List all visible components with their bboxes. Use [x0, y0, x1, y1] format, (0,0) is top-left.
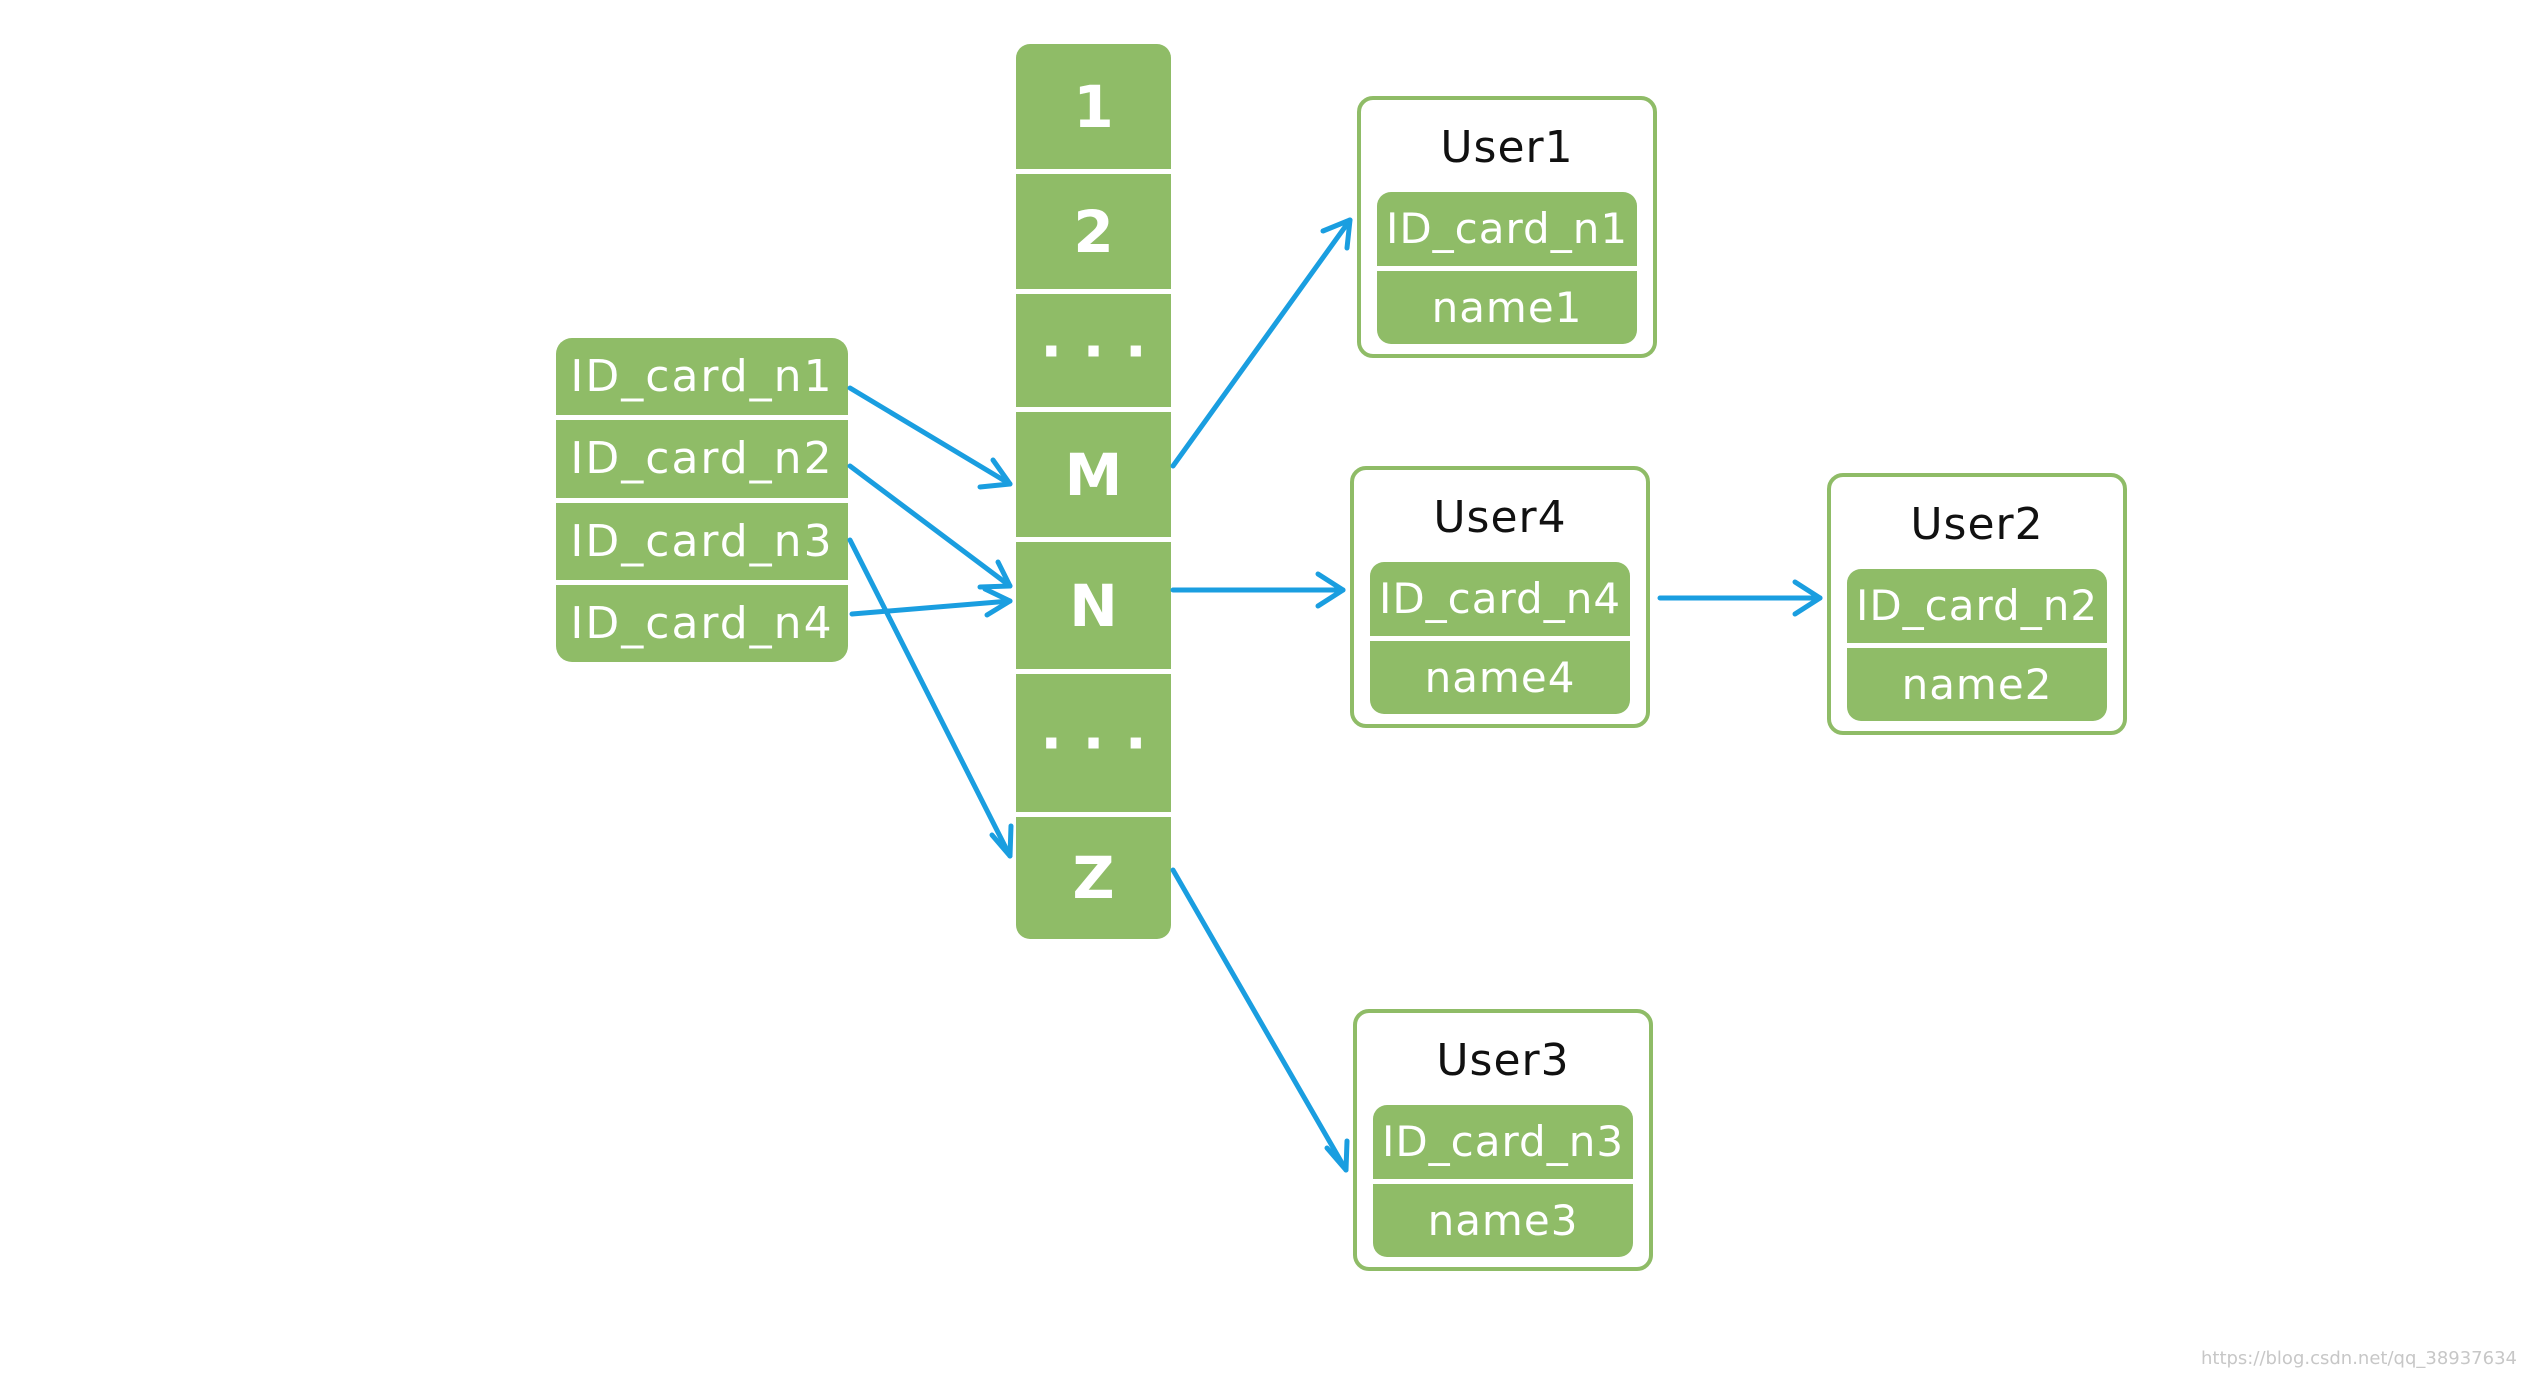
user-name: name1 — [1431, 282, 1583, 332]
key-item: ID_card_n1 — [556, 338, 848, 421]
bucket-cell: Z — [1072, 844, 1115, 912]
user-name: name4 — [1424, 652, 1576, 702]
user-node-user4: User4 ID_card_n4 name4 — [1350, 466, 1650, 728]
user-id: ID_card_n2 — [1847, 569, 2107, 648]
user-record: ID_card_n4 name4 — [1370, 562, 1630, 714]
arrow-N-to-user4 — [1170, 571, 1346, 609]
user-node-user1: User1 ID_card_n1 name1 — [1357, 96, 1657, 358]
bucket-cell: 2 — [1016, 174, 1171, 294]
arrow-key3-to-Z — [847, 537, 1014, 859]
user-name: name2 — [1901, 659, 2053, 709]
user-record: ID_card_n3 name3 — [1373, 1105, 1633, 1257]
bucket-cell: M — [1016, 412, 1171, 542]
user-id: ID_card_n1 — [1377, 192, 1637, 271]
user-id: ID_card_n4 — [1370, 562, 1630, 641]
user-title: User3 — [1436, 1035, 1570, 1086]
user-id: ID_card_n3 — [1373, 1105, 1633, 1184]
user-node-user3: User3 ID_card_n3 name3 — [1353, 1009, 1653, 1271]
bucket-array: 1 2 · · · M N · · · Z — [1016, 44, 1171, 939]
user-record: ID_card_n2 name2 — [1847, 569, 2107, 721]
key-item: ID_card_n4 — [570, 597, 834, 649]
bucket-cell: N — [1016, 542, 1171, 674]
arrow-key4-to-N — [849, 586, 1013, 618]
user-title: User2 — [1910, 499, 2044, 550]
arrow-Z-to-user3 — [1170, 867, 1350, 1173]
bucket-cell: · · · — [1016, 674, 1171, 817]
arrow-key2-to-N — [847, 463, 1013, 590]
bucket-cell: · · · — [1016, 294, 1171, 412]
user-title: User4 — [1433, 492, 1567, 543]
watermark-text: https://blog.csdn.net/qq_38937634 — [2200, 1348, 2517, 1369]
arrow-M-to-user1 — [1170, 217, 1353, 469]
user-title: User1 — [1440, 122, 1574, 173]
user-node-user2: User2 ID_card_n2 name2 — [1827, 473, 2127, 735]
arrow-key1-to-M — [847, 385, 1013, 490]
bucket-cell: 1 — [1016, 44, 1171, 174]
user-record: ID_card_n1 name1 — [1377, 192, 1637, 344]
arrow-user4-to-user2 — [1657, 579, 1823, 617]
user-name: name3 — [1427, 1195, 1579, 1245]
key-item: ID_card_n2 — [556, 420, 848, 503]
key-list: ID_card_n1 ID_card_n2 ID_card_n3 ID_card… — [556, 338, 848, 662]
key-item: ID_card_n3 — [556, 503, 848, 585]
